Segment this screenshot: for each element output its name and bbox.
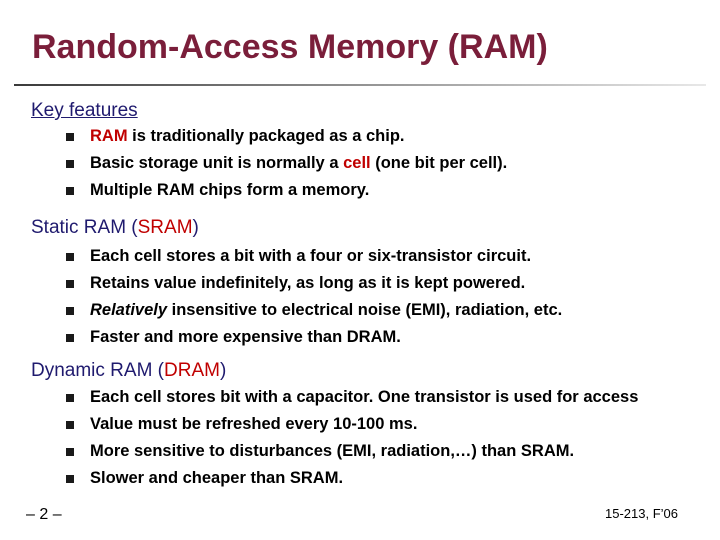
bullet-text: insensitive to electrical noise (EMI), r…: [167, 301, 563, 319]
sram-list: Each cell stores a bit with a four or si…: [66, 243, 562, 351]
sram-heading: Static RAM (SRAM): [31, 217, 199, 239]
bullet-text: Faster and more expensive than DRAM.: [90, 328, 401, 346]
key-features-list: RAM is traditionally packaged as a chip.…: [66, 123, 507, 204]
bullet-text: (one bit per cell).: [370, 154, 508, 172]
bullet-square-icon: [66, 160, 74, 168]
list-item: Each cell stores bit with a capacitor. O…: [66, 384, 638, 411]
bullet-text: Value must be refreshed every 10-100 ms.: [90, 415, 418, 433]
bullet-text: Each cell stores bit with a capacitor. O…: [90, 388, 639, 406]
slide-title: Random-Access Memory (RAM): [32, 28, 548, 66]
bullet-text: is traditionally packaged as a chip.: [127, 127, 405, 145]
key-features-heading-text: Key features: [31, 100, 138, 121]
key-features-heading: Key features: [31, 100, 138, 122]
highlight-text: cell: [343, 154, 371, 172]
dram-heading-post: ): [219, 360, 227, 381]
sram-heading-post: ): [192, 217, 199, 238]
list-item: Slower and cheaper than SRAM.: [66, 465, 638, 492]
dram-heading: Dynamic RAM (DRAM): [31, 360, 226, 382]
bullet-square-icon: [66, 307, 74, 315]
bullet-square-icon: [66, 253, 74, 261]
list-item: Relatively insensitive to electrical noi…: [66, 297, 562, 324]
highlight-text: RAM: [90, 127, 128, 145]
list-item: Retains value indefinitely, as long as i…: [66, 270, 562, 297]
bullet-text: Retains value indefinitely, as long as i…: [90, 274, 526, 292]
page-number: – 2 –: [26, 506, 62, 523]
dram-list: Each cell stores bit with a capacitor. O…: [66, 384, 638, 492]
sram-heading-acronym: SRAM: [137, 217, 193, 238]
course-label: 15-213, F’06: [605, 506, 678, 521]
list-item: Each cell stores a bit with a four or si…: [66, 243, 562, 270]
bullet-square-icon: [66, 280, 74, 288]
title-divider: [14, 84, 706, 86]
bullet-text: Slower and cheaper than SRAM.: [90, 469, 344, 487]
dram-heading-pre: Dynamic RAM (: [31, 360, 165, 381]
bullet-square-icon: [66, 334, 74, 342]
sram-heading-pre: Static RAM (: [31, 217, 138, 238]
list-item: Multiple RAM chips form a memory.: [66, 177, 507, 204]
list-item: Value must be refreshed every 10-100 ms.: [66, 411, 638, 438]
bullet-square-icon: [66, 394, 74, 402]
list-item: Faster and more expensive than DRAM.: [66, 324, 562, 351]
bullet-text: Multiple RAM chips form a memory.: [90, 181, 370, 199]
list-item: More sensitive to disturbances (EMI, rad…: [66, 438, 638, 465]
bullet-square-icon: [66, 475, 74, 483]
list-item: RAM is traditionally packaged as a chip.: [66, 123, 507, 150]
bullet-square-icon: [66, 421, 74, 429]
bullet-square-icon: [66, 187, 74, 195]
dram-heading-acronym: DRAM: [164, 360, 220, 381]
italic-text: Relatively: [90, 301, 168, 319]
bullet-text: More sensitive to disturbances (EMI, rad…: [90, 442, 575, 460]
bullet-text: Each cell stores a bit with a four or si…: [90, 247, 532, 265]
bullet-square-icon: [66, 448, 74, 456]
list-item: Basic storage unit is normally a cell (o…: [66, 150, 507, 177]
bullet-text: Basic storage unit is normally a: [90, 154, 344, 172]
bullet-square-icon: [66, 133, 74, 141]
